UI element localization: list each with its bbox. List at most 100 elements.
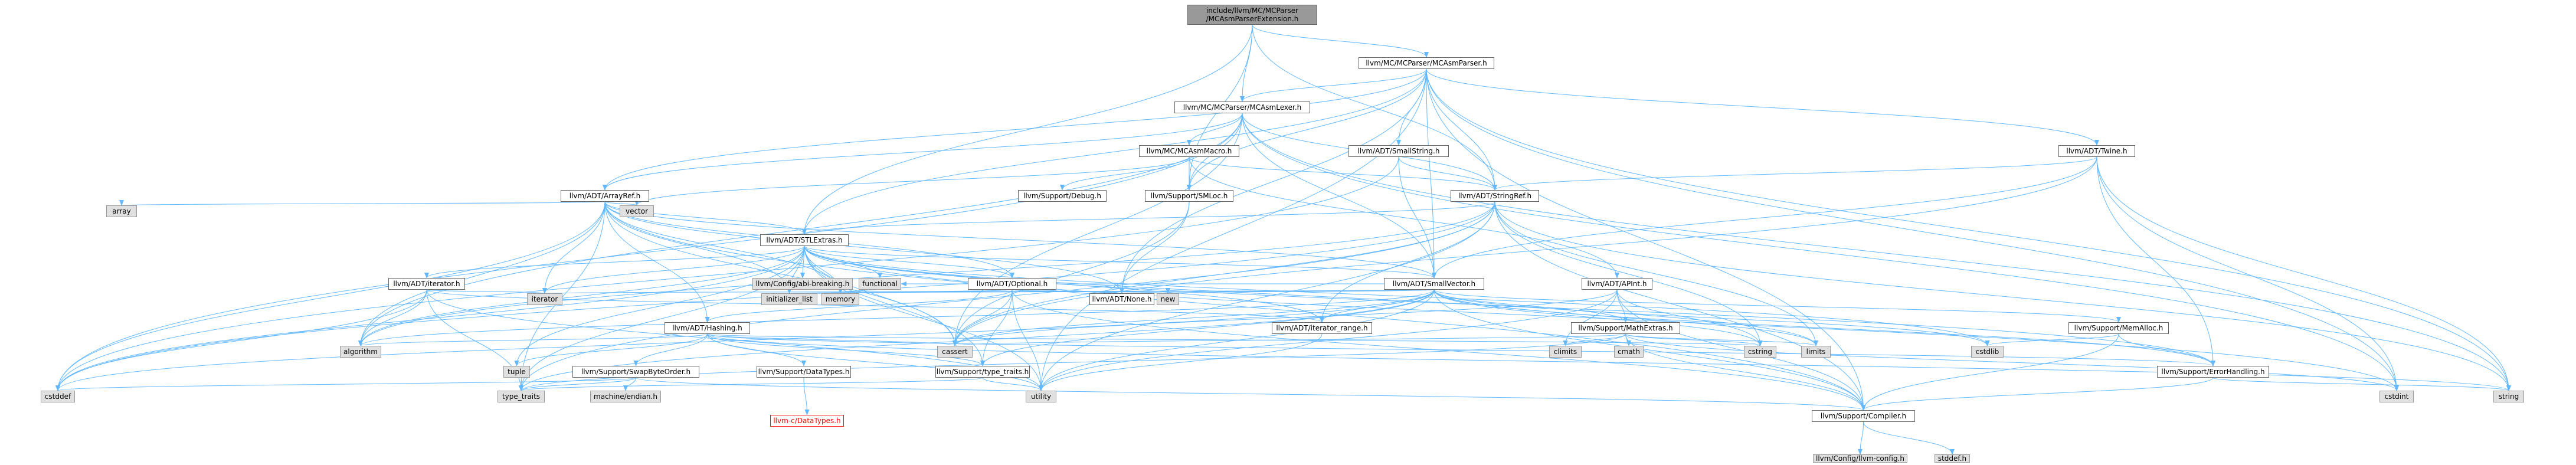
edge-stlextras-to-limits bbox=[804, 245, 1818, 346]
node-arrayref[interactable]: llvm/ADT/ArrayRef.h bbox=[561, 190, 649, 202]
node-apint[interactable]: llvm/ADT/APInt.h bbox=[1582, 278, 1652, 290]
node-stringref[interactable]: llvm/ADT/StringRef.h bbox=[1451, 190, 1539, 202]
edge-type-traits-h-to-type-traits bbox=[519, 377, 983, 391]
edge-stlextras-to-cassert bbox=[804, 245, 957, 346]
node-algorithm[interactable]: algorithm bbox=[340, 346, 381, 358]
edge-twine-to-cassert bbox=[953, 156, 2097, 346]
node-hashing[interactable]: llvm/ADT/Hashing.h bbox=[665, 322, 750, 334]
edge-twine-to-stringref bbox=[1492, 156, 2097, 191]
node-errorhandling[interactable]: llvm/Support/ErrorHandling.h bbox=[2157, 366, 2269, 378]
edge-mcasmlexer-to-mcasmmacro bbox=[1187, 113, 1243, 146]
node-iterator-h[interactable]: llvm/ADT/iterator.h bbox=[388, 278, 465, 290]
edge-optional-to-type-traits-h bbox=[980, 289, 1013, 366]
edge-compiler-to-llvm-config bbox=[1858, 421, 1864, 455]
node-mcasmparser[interactable]: llvm/MC/MCParser/MCAsmParser.h bbox=[1359, 57, 1494, 69]
edge-smallvector-to-cassert bbox=[953, 289, 1435, 346]
edge-mcasmparser-to-stringref bbox=[1426, 68, 1497, 191]
edge-iterator-h-to-algorithm bbox=[358, 289, 427, 346]
node-array[interactable]: array bbox=[106, 205, 137, 217]
node-tuple[interactable]: tuple bbox=[503, 366, 530, 378]
node-new[interactable]: new bbox=[1157, 293, 1179, 305]
edge-smallstring-to-smallvector bbox=[1398, 156, 1436, 279]
edge-mcasmparser-to-mcasmlexer bbox=[1240, 68, 1427, 102]
node-initializer-list[interactable]: initializer_list bbox=[761, 293, 817, 305]
edge-arrayref-to-type-traits bbox=[519, 201, 605, 391]
edge-arrayref-to-smallvector bbox=[604, 201, 1436, 279]
node-cstring[interactable]: cstring bbox=[1744, 346, 1776, 358]
edge-optional-to-cassert bbox=[953, 289, 1013, 346]
root-file-line-1: include/llvm/MC/MCParser bbox=[1206, 6, 1299, 15]
edge-stlextras-to-cstdint bbox=[804, 245, 2399, 391]
edge-mcasmparser-to-compiler bbox=[1426, 68, 1866, 411]
node-compiler[interactable]: llvm/Support/Compiler.h bbox=[1812, 410, 1915, 422]
edge-stlextras-to-cstdlib bbox=[804, 245, 1990, 346]
edge-arrayref-to-vector bbox=[604, 199, 639, 206]
node-memalloc[interactable]: llvm/Support/MemAlloc.h bbox=[2068, 322, 2169, 334]
node-iterator-range[interactable]: llvm/ADT/iterator_range.h bbox=[1272, 322, 1372, 334]
edge-mcasmmacro-to-stringref bbox=[1189, 156, 1497, 191]
edge-optional-to-utility bbox=[1012, 289, 1043, 391]
node-iterator[interactable]: iterator bbox=[527, 293, 562, 305]
node-llvm-config[interactable]: llvm/Config/llvm-config.h bbox=[1813, 454, 1907, 463]
edge-apint-to-cassert bbox=[953, 289, 1618, 346]
edge-mcasmlexer-to-smallvector bbox=[1242, 113, 1436, 279]
node-optional[interactable]: llvm/ADT/Optional.h bbox=[968, 278, 1056, 290]
edge-hashing-to-string bbox=[707, 333, 2511, 391]
node-limits[interactable]: limits bbox=[1801, 346, 1831, 358]
edge-stlextras-to-algorithm bbox=[358, 245, 805, 346]
node-stddef[interactable]: stddef.h bbox=[1935, 454, 1970, 463]
node-machine-endian[interactable]: machine/endian.h bbox=[590, 391, 661, 402]
edge-hashing-to-tuple bbox=[514, 333, 708, 366]
edge-arrayref-to-iterator bbox=[542, 201, 605, 294]
node-vector[interactable]: vector bbox=[620, 205, 654, 217]
node-mcasmlexer[interactable]: llvm/MC/MCParser/MCAsmLexer.h bbox=[1174, 101, 1310, 113]
node-mcasmmacro[interactable]: llvm/MC/MCAsmMacro.h bbox=[1139, 145, 1239, 157]
node-type-traits-h[interactable]: llvm/Support/type_traits.h bbox=[935, 366, 1030, 378]
node-smallstring[interactable]: llvm/ADT/SmallString.h bbox=[1348, 145, 1449, 157]
node-twine[interactable]: llvm/ADT/Twine.h bbox=[2058, 145, 2135, 157]
node-cstdint[interactable]: cstdint bbox=[2379, 391, 2414, 402]
edge-arrayref-to-algorithm bbox=[358, 201, 605, 346]
node-c-datatypes[interactable]: llvm-c/DataTypes.h bbox=[770, 415, 844, 427]
node-swapbyteorder[interactable]: llvm/Support/SwapByteOrder.h bbox=[572, 366, 699, 378]
node-cmath[interactable]: cmath bbox=[1614, 346, 1644, 358]
edge-smallvector-to-cstring bbox=[1433, 289, 1763, 346]
node-memory[interactable]: memory bbox=[821, 293, 859, 305]
node-debug[interactable]: llvm/Support/Debug.h bbox=[1018, 190, 1107, 202]
edge-hashing-to-utility bbox=[707, 333, 1043, 391]
node-stlextras[interactable]: llvm/ADT/STLExtras.h bbox=[760, 234, 849, 246]
edge-mcasmlexer-to-string bbox=[1242, 113, 2511, 391]
node-cassert[interactable]: cassert bbox=[937, 346, 973, 358]
edge-arrayref-to-compiler bbox=[604, 201, 1866, 411]
edge-root-file-node-to-mcasmlexer bbox=[1240, 24, 1253, 102]
edge-stlextras-to-tuple bbox=[514, 245, 805, 366]
node-utility[interactable]: utility bbox=[1026, 391, 1056, 402]
edge-twine-to-smallvector bbox=[1432, 156, 2097, 279]
node-datatypes[interactable]: llvm/Support/DataTypes.h bbox=[757, 366, 851, 378]
root-file-node[interactable]: include/llvm/MC/MCParser /MCAsmParserExt… bbox=[1187, 5, 1317, 25]
node-cstddef[interactable]: cstddef bbox=[41, 391, 75, 402]
node-climits[interactable]: climits bbox=[1549, 346, 1582, 358]
edge-smallstring-to-stringref bbox=[1398, 156, 1497, 191]
node-type-traits[interactable]: type_traits bbox=[497, 391, 545, 402]
node-string[interactable]: string bbox=[2493, 391, 2524, 402]
edge-mcasmparser-to-stlextras bbox=[802, 68, 1427, 235]
edge-stlextras-to-type-traits bbox=[519, 245, 805, 391]
edge-swapbyteorder-to-type-traits bbox=[519, 377, 636, 391]
node-cstdlib[interactable]: cstdlib bbox=[1971, 346, 2004, 358]
node-abi-breaking[interactable]: llvm/Config/abi-breaking.h bbox=[752, 278, 853, 290]
node-smallvector[interactable]: llvm/ADT/SmallVector.h bbox=[1384, 278, 1484, 290]
edge-mcasmparser-to-arrayref bbox=[603, 68, 1427, 191]
edge-smallvector-to-compiler bbox=[1433, 289, 1866, 411]
edge-compiler-to-stddef bbox=[1863, 421, 1955, 455]
edge-arrayref-to-cassert bbox=[604, 201, 957, 346]
edge-mcasmmacro-to-apint bbox=[1189, 156, 1619, 279]
edge-mcasmparser-to-smallvector bbox=[1426, 68, 1436, 279]
edge-smallvector-to-mathextras bbox=[1433, 289, 1628, 323]
node-functional[interactable]: functional bbox=[859, 278, 901, 290]
node-adt-none[interactable]: llvm/ADT/None.h bbox=[1089, 293, 1154, 305]
edge-hashing-to-cstring bbox=[707, 333, 1762, 346]
node-mathextras[interactable]: llvm/Support/MathExtras.h bbox=[1571, 322, 1680, 334]
node-smloc[interactable]: llvm/Support/SMLoc.h bbox=[1145, 190, 1233, 202]
